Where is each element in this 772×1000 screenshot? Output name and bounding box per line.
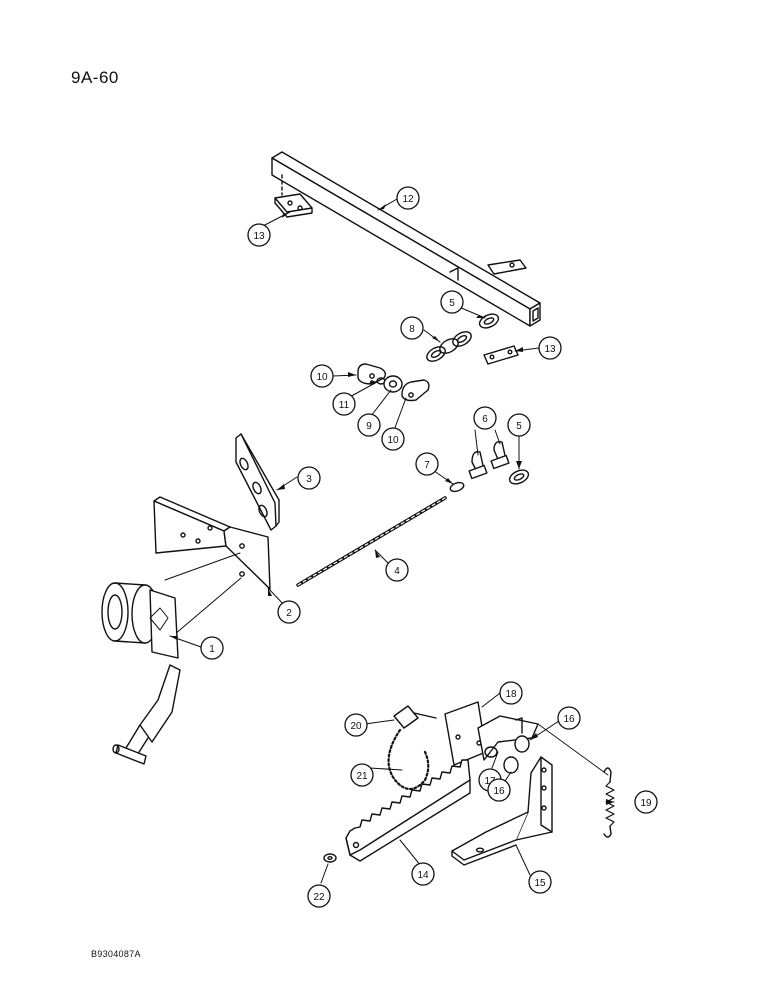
svg-text:10: 10	[387, 435, 399, 446]
callout-2: 2	[277, 600, 301, 624]
svg-text:16: 16	[563, 714, 575, 725]
callout-18: 18	[499, 681, 523, 705]
callout-22: 22	[307, 884, 331, 908]
page-number: 9A-60	[71, 68, 119, 87]
svg-text:3: 3	[306, 474, 312, 485]
callout-5-upper: 5	[440, 290, 464, 314]
callout-19: 19	[634, 790, 658, 814]
callout-14: 14	[411, 862, 435, 886]
svg-text:5: 5	[449, 298, 455, 309]
svg-text:18: 18	[505, 689, 517, 700]
part-thimble	[449, 481, 465, 493]
svg-text:9: 9	[366, 421, 372, 432]
svg-text:6: 6	[482, 414, 488, 425]
callout-20: 20	[344, 713, 368, 737]
callout-6: 6	[473, 406, 497, 430]
part-wire-rope-clips	[468, 440, 510, 480]
part-lock-pin-chain	[387, 705, 437, 791]
callout-15: 15	[528, 870, 552, 894]
svg-text:22: 22	[313, 892, 325, 903]
part-winch-mount-plate	[235, 433, 280, 531]
svg-text:1: 1	[209, 644, 215, 655]
svg-text:21: 21	[356, 771, 368, 782]
drawing-code: B9304087A	[91, 949, 141, 959]
svg-text:20: 20	[350, 721, 362, 732]
callout-3: 3	[297, 466, 321, 490]
part-mounting-plate-upper	[274, 193, 313, 218]
part-link-plate-right	[401, 379, 430, 402]
svg-text:10: 10	[316, 372, 328, 383]
callout-9: 9	[357, 413, 381, 437]
callout-13-upper: 13	[247, 223, 271, 247]
part-strap-plate	[483, 345, 519, 365]
callout-16-lower: 16	[487, 778, 511, 802]
svg-text:17: 17	[484, 776, 496, 787]
part-winch-bracket	[153, 496, 271, 590]
callout-12: 12	[396, 186, 420, 210]
part-pivot-bracket	[444, 701, 609, 776]
callout-5-lower: 5	[507, 413, 531, 437]
svg-text:5: 5	[516, 421, 522, 432]
svg-text:4: 4	[394, 566, 400, 577]
callout-10-left: 10	[310, 364, 334, 388]
svg-text:7: 7	[424, 460, 430, 471]
svg-text:19: 19	[640, 798, 652, 809]
callout-21: 21	[350, 763, 374, 787]
callout-1: 1	[200, 636, 224, 660]
part-washer-22	[323, 853, 337, 863]
svg-text:14: 14	[417, 870, 429, 881]
svg-text:11: 11	[339, 400, 350, 411]
part-ratchet-bar	[345, 759, 471, 862]
part-connecting-link-upper	[478, 313, 500, 329]
callout-10-right: 10	[381, 427, 405, 451]
part-bushing	[383, 375, 403, 393]
part-hand-winch	[101, 552, 242, 765]
svg-text:13: 13	[544, 344, 556, 355]
callout-13-lower: 13	[538, 336, 562, 360]
callout-16-upper: 16	[557, 706, 581, 730]
svg-text:15: 15	[534, 878, 546, 889]
svg-text:16: 16	[493, 786, 505, 797]
callout-group: 12 13 5 8 13 10 11 9 10 6 5 7 3 4 2 1 18…	[200, 186, 658, 908]
part-connecting-link-lower	[508, 469, 530, 485]
leader-arrowheads	[170, 204, 614, 805]
part-spring	[603, 767, 615, 838]
svg-text:2: 2	[286, 608, 292, 619]
part-cross-tube	[271, 151, 541, 327]
callout-4: 4	[385, 558, 409, 582]
callout-8: 8	[400, 316, 424, 340]
part-chain	[426, 331, 472, 362]
svg-text:13: 13	[253, 231, 265, 242]
svg-text:8: 8	[409, 324, 415, 335]
part-cable	[296, 496, 447, 587]
callout-11: 11	[332, 392, 356, 416]
svg-text:12: 12	[402, 194, 414, 205]
part-support-bracket	[451, 756, 553, 866]
callout-7: 7	[415, 452, 439, 476]
